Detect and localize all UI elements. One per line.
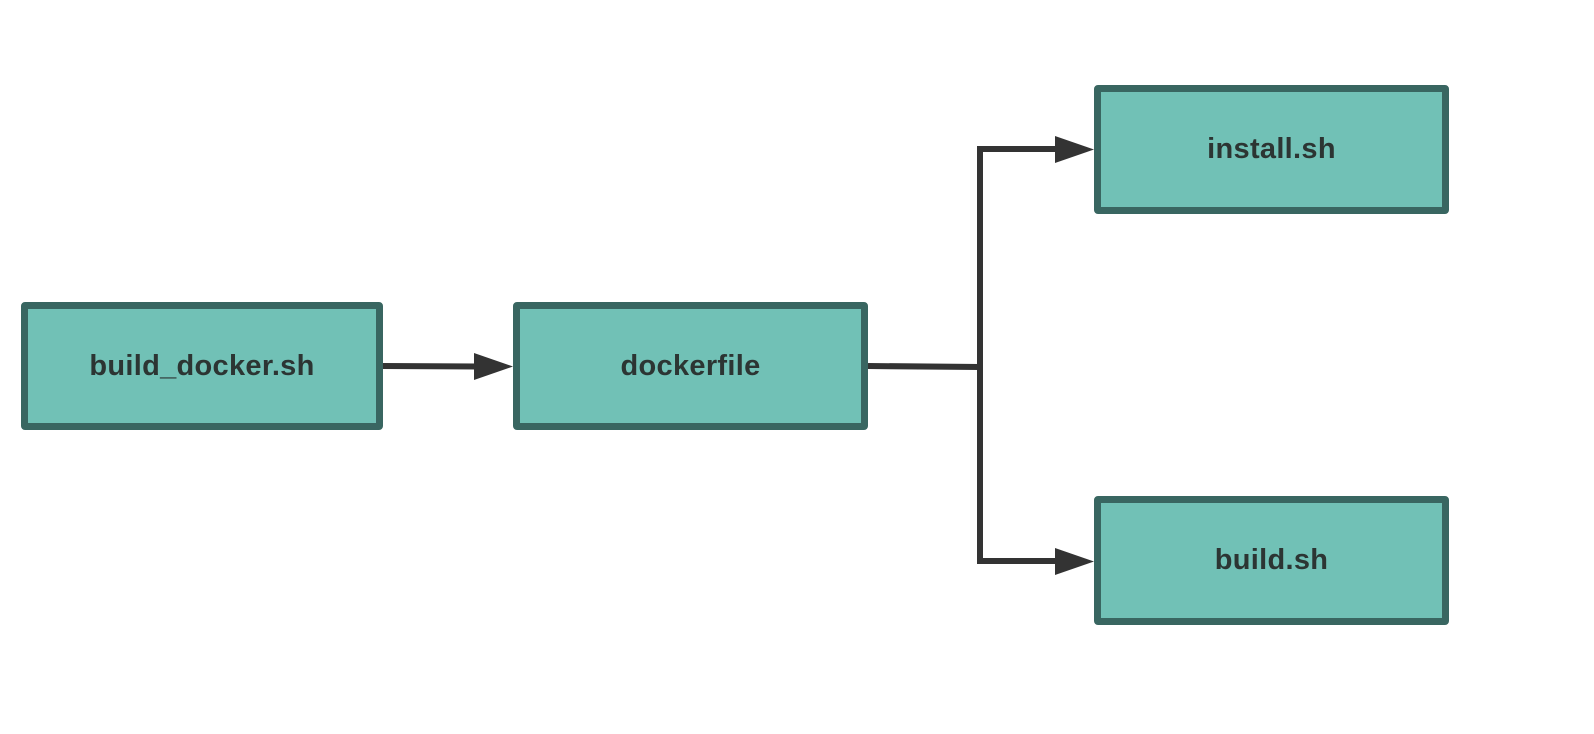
node-build-sh: build.sh — [1094, 496, 1449, 625]
node-label: dockerfile — [620, 349, 761, 382]
edge-dockerfile-trunk — [867, 363, 981, 370]
node-build-docker-sh: build_docker.sh — [21, 302, 383, 430]
node-dockerfile: dockerfile — [513, 302, 868, 430]
node-install-sh: install.sh — [1094, 85, 1449, 214]
node-label: build.sh — [1214, 544, 1329, 576]
arrowhead-install — [1055, 136, 1094, 163]
arrowhead-dockerfile — [474, 353, 513, 380]
arrowhead-build — [1055, 548, 1094, 575]
node-label: build_docker.sh — [89, 349, 315, 382]
edge-build-docker-to-dockerfile — [382, 363, 479, 370]
node-label: install.sh — [1207, 133, 1336, 165]
